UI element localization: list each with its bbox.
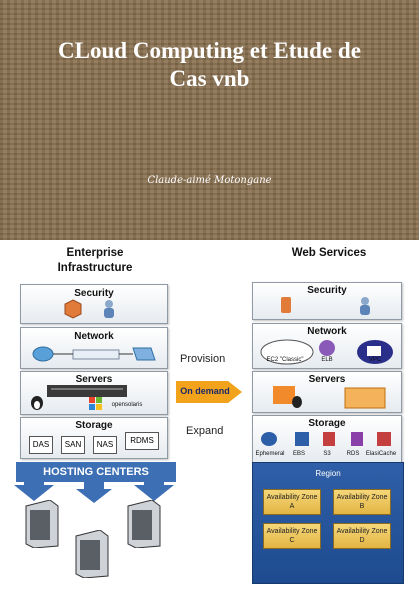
left-servers-label: Servers bbox=[75, 374, 113, 385]
availability-zone-a: Availability Zone A bbox=[263, 489, 321, 515]
opensolaris-label: opensolaris bbox=[111, 402, 143, 408]
server-os-icon bbox=[273, 386, 386, 409]
left-storage-box: Storage DAS SAN NAS RDMS bbox=[20, 417, 168, 459]
book-title-line2: Cas vnb bbox=[169, 66, 250, 91]
enterprise-heading: Enterprise Infrastructure bbox=[30, 246, 160, 276]
server-rack-icon bbox=[127, 500, 161, 548]
firewall-user-icon bbox=[281, 297, 370, 315]
provision-label: Provision bbox=[180, 353, 226, 365]
elb-label: ELB bbox=[321, 357, 333, 363]
storage-rds: RDS bbox=[346, 451, 360, 457]
left-security-box: Security bbox=[20, 284, 168, 324]
right-storage-label: Storage bbox=[308, 418, 346, 429]
storage-rdms: RDMS bbox=[125, 432, 159, 450]
left-storage-label: Storage bbox=[75, 420, 113, 431]
expand-label: Expand bbox=[186, 425, 224, 437]
enterprise-heading-line2: Infrastructure bbox=[57, 262, 133, 274]
storage-san: SAN bbox=[61, 436, 85, 454]
cloud-network-icon bbox=[260, 339, 393, 365]
book-title-line1: CLoud Computing et Etude de bbox=[58, 38, 361, 63]
web-services-heading: Web Services bbox=[291, 247, 367, 259]
storage-das: DAS bbox=[29, 436, 53, 454]
right-network-box: Network EC2 "Classic" ELB VPC bbox=[252, 323, 402, 369]
storage-s3: S3 bbox=[323, 451, 331, 457]
hosting-centers-banner: HOSTING CENTERS bbox=[16, 462, 176, 482]
on-demand-arrow: On demand bbox=[176, 379, 244, 405]
right-network-label: Network bbox=[307, 326, 347, 337]
server-rack-icon bbox=[25, 500, 59, 548]
storage-services-icon bbox=[261, 432, 391, 446]
right-servers-label: Servers bbox=[308, 374, 346, 385]
storage-ebs: EBS bbox=[292, 451, 305, 457]
cover-background bbox=[0, 0, 419, 240]
author-name: Claude-aimé Motongane bbox=[147, 175, 272, 186]
vpc-label: VPC bbox=[368, 357, 382, 363]
left-servers-box: Servers opensolaris bbox=[20, 371, 168, 415]
firewall-user-icon bbox=[64, 299, 114, 319]
network-devices-icon bbox=[32, 346, 156, 362]
server-rack-icon bbox=[75, 530, 109, 578]
storage-elasicache: ElasiCache bbox=[365, 451, 397, 457]
arrow-right-icon bbox=[176, 381, 242, 403]
left-security-label: Security bbox=[74, 288, 114, 299]
ec2-classic-label: EC2 "Classic" bbox=[266, 357, 304, 363]
availability-zone-b: Availability Zone B bbox=[333, 489, 391, 515]
right-security-box: Security bbox=[252, 282, 402, 320]
server-os-icon bbox=[31, 385, 127, 410]
enterprise-heading-line1: Enterprise bbox=[66, 247, 124, 259]
storage-ephemeral: Ephemeral bbox=[255, 451, 285, 457]
availability-zone-d: Availability Zone D bbox=[333, 523, 391, 549]
right-security-label: Security bbox=[307, 285, 347, 296]
on-demand-label: On demand bbox=[180, 386, 230, 396]
left-network-label: Network bbox=[74, 331, 114, 342]
availability-zone-c: Availability Zone C bbox=[263, 523, 321, 549]
region-label: Region bbox=[315, 469, 341, 478]
left-network-box: Network bbox=[20, 327, 168, 369]
storage-nas: NAS bbox=[93, 436, 117, 454]
right-servers-box: Servers bbox=[252, 371, 402, 413]
region-box: Region Availability Zone A Availability … bbox=[252, 462, 404, 584]
right-storage-box: Storage Ephemeral EBS S3 RDS ElasiCache bbox=[252, 415, 402, 463]
